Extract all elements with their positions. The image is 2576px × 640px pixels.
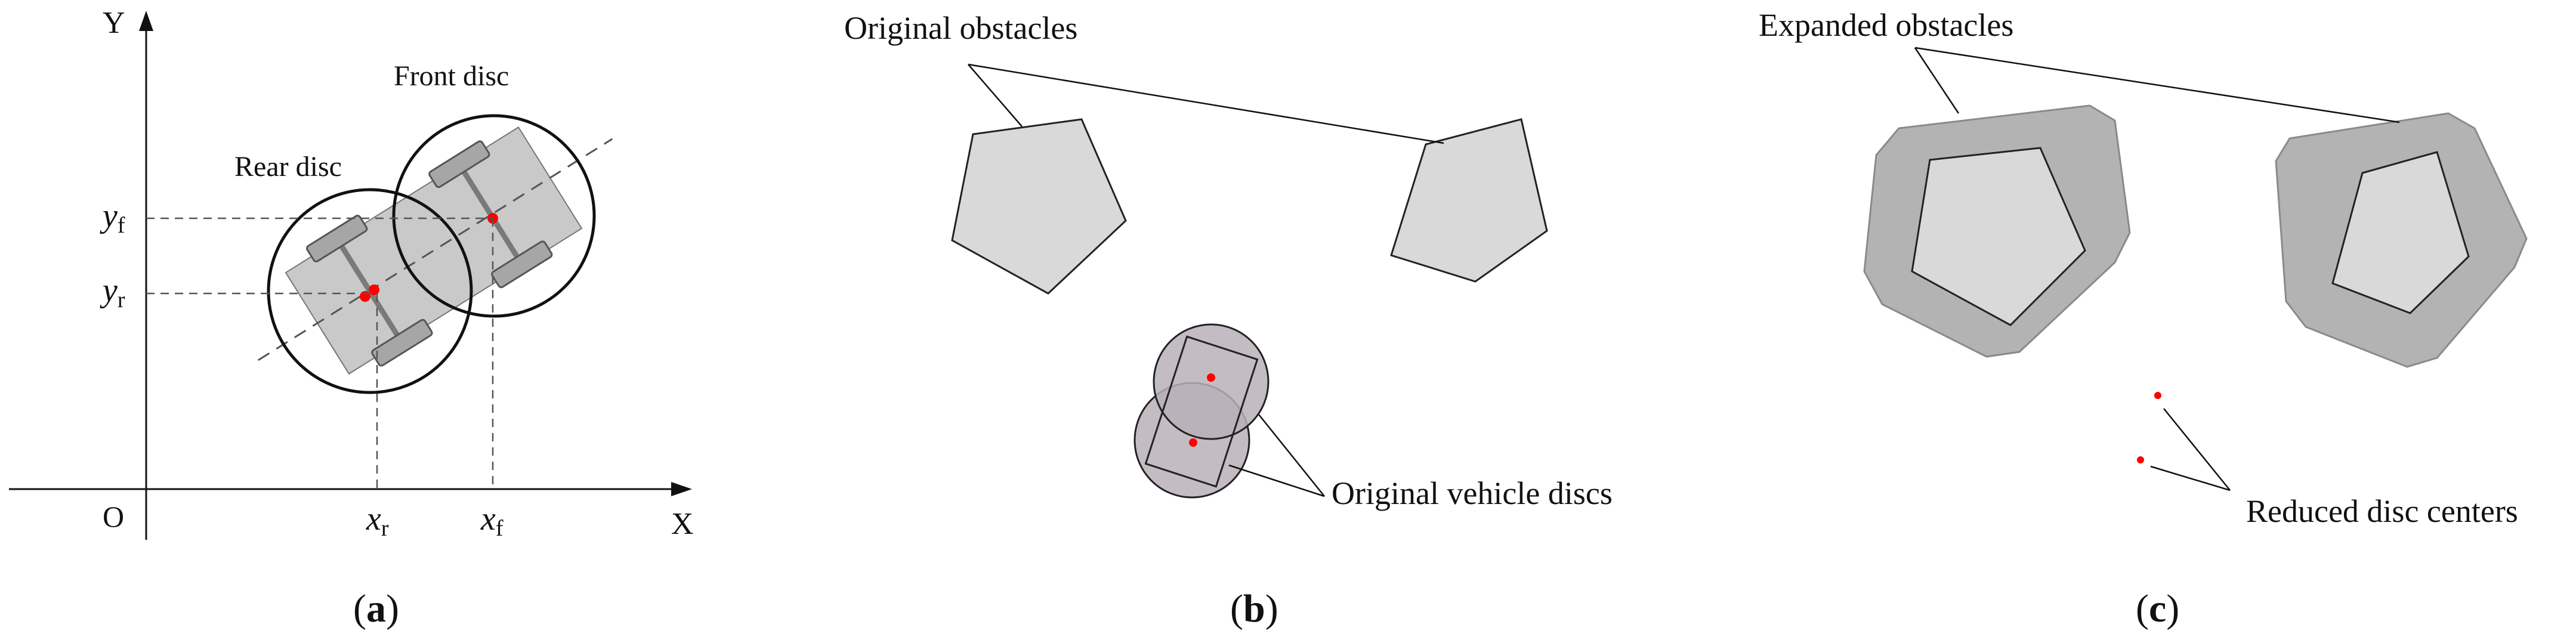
original-obstacle-left [951,118,1127,295]
rear-disc-label: Rear disc [234,151,342,183]
reduced-center-upper [2154,392,2161,399]
leader-centers-upper [2163,408,2231,491]
xr-label: xr [366,500,389,541]
reduced-center-lower [2137,456,2144,463]
x-axis-arrow-icon [671,482,692,496]
expanded-obstacles-label: Expanded obstacles [1759,7,2013,43]
front-disc [392,114,596,318]
caption-a: (a) [353,587,399,630]
front-wheel-bottom [491,240,553,289]
inner-obstacle-right [2331,151,2470,314]
leader-discs-lower [1228,464,1325,497]
yr-label: yr [100,272,125,313]
front-disc-label: Front disc [394,60,509,92]
vehicle-center-lower [1189,438,1197,447]
leader-obstacles-left [968,64,1023,127]
rear-disc [267,188,473,394]
caption-b: (b) [1230,587,1278,630]
xf-label: xf [480,500,504,541]
rear-center-dot [360,291,370,302]
original-vehicle-discs-label: Original vehicle discs [1332,475,1613,511]
reduced-disc-centers-label: Reduced disc centers [2246,493,2518,529]
origin-label: O [103,500,124,533]
panel-a: Y X O Front disc Rear [9,6,694,630]
vehicle-box-b [1144,335,1259,488]
axis-x-label: X [671,507,694,541]
leader-expanded-right [1914,47,2400,123]
leader-discs-upper [1258,414,1325,497]
rear-center-dot-2 [369,285,379,295]
inner-obstacle-left [1911,147,2086,326]
axis-y-label: Y [103,6,125,40]
vehicle-center-upper [1207,373,1215,382]
original-obstacles-label: Original obstacles [844,10,1077,46]
leader-obstacles-right [968,63,1444,144]
caption-c: (c) [2136,587,2179,630]
vehicle-centerline [257,138,613,361]
rear-wheel-bottom [371,319,433,367]
panel-b: Original obstacles Original vehicle disc… [844,10,1613,630]
original-obstacle-right [1390,118,1548,283]
y-axis-arrow-icon [139,11,153,31]
leader-expanded-left [1914,47,1960,114]
front-wheel-top [428,140,490,188]
leader-centers-lower [2150,465,2231,491]
rear-wheel-top [306,215,368,262]
yf-label: yf [100,197,125,238]
panel-c: Expanded obstacles Reduced disc centers … [1759,7,2528,630]
